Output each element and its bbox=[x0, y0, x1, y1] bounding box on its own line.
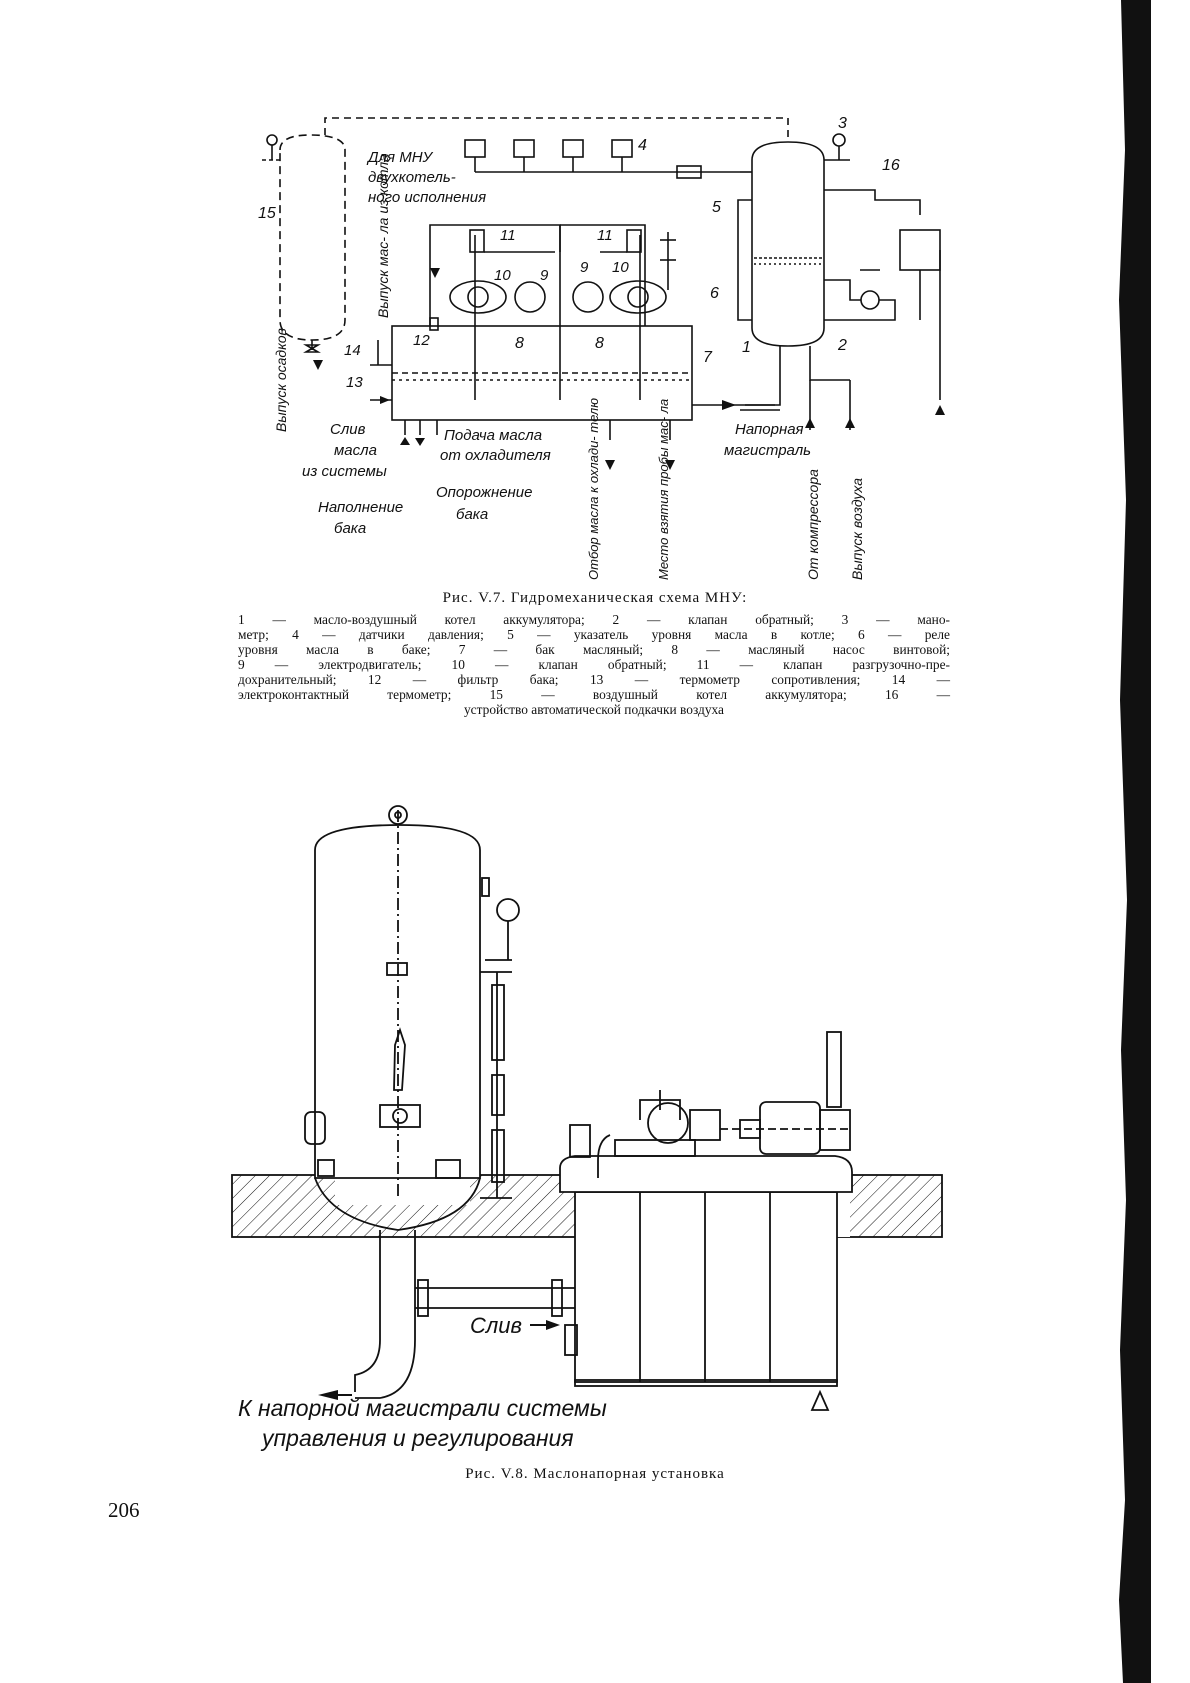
note-to-cooler: Отбор масла к охлади- телю bbox=[586, 398, 601, 580]
note-main-1: Напорная bbox=[735, 421, 804, 438]
figure-v7-hydromechanical-scheme: 3 4 5 16 15 11 11 10 9 9 10 6 8 8 12 1 2… bbox=[258, 115, 945, 580]
note-sample: Место взятия пробы мас- ла bbox=[656, 399, 671, 580]
note-main-2: магистраль bbox=[724, 442, 811, 459]
note-drain-2: масла bbox=[334, 442, 377, 459]
label-9b: 9 bbox=[580, 259, 589, 276]
figure-v7-legend: 1 — масло-воздушный котел аккумулятора; … bbox=[238, 612, 950, 717]
legend-line: электроконтактный термометр; 15 — воздуш… bbox=[238, 687, 950, 702]
label-14: 14 bbox=[344, 342, 361, 359]
legend-line: метр; 4 — датчики давления; 5 — указател… bbox=[238, 627, 950, 642]
note-feed-2: от охладителя bbox=[440, 447, 551, 464]
note-fill-1: Наполнение bbox=[318, 499, 403, 516]
label-15: 15 bbox=[258, 205, 276, 222]
note-empty-2: бака bbox=[456, 506, 488, 523]
label-16: 16 bbox=[882, 157, 900, 174]
page-number: 206 bbox=[108, 1498, 140, 1522]
label-13: 13 bbox=[346, 374, 363, 391]
figure-v8-oil-pressure-unit: Слив К напорной магистрали системы bbox=[231, 805, 943, 1420]
note-dual-1: Для МНУ bbox=[366, 149, 434, 166]
legend-line: 9 — электродвигатель; 10 — клапан обратн… bbox=[238, 657, 950, 672]
note-drain-1: Слив bbox=[330, 421, 366, 438]
label-8b: 8 bbox=[595, 335, 604, 352]
label-2: 2 bbox=[837, 337, 847, 354]
label-1: 1 bbox=[742, 339, 751, 356]
note-air-vent: Выпуск воздуха bbox=[849, 478, 865, 580]
note-oil-vent: Выпуск мас- ла из котла bbox=[375, 154, 391, 318]
label-3: 3 bbox=[838, 115, 847, 132]
label-5: 5 bbox=[712, 199, 721, 216]
figure-v8-caption: Рис. V.8. Маслонапорная установка bbox=[465, 1466, 725, 1482]
label-7: 7 bbox=[703, 349, 713, 366]
label-10b: 10 bbox=[612, 259, 629, 276]
label-11b: 11 bbox=[597, 227, 613, 244]
label-12: 12 bbox=[413, 332, 430, 349]
note-feed-1: Подача масла bbox=[444, 427, 542, 444]
label-4: 4 bbox=[638, 137, 647, 154]
legend-line: уровня масла в баке; 7 — бак масляный; 8… bbox=[238, 642, 950, 657]
note-empty-1: Опорожнение bbox=[436, 484, 532, 501]
legend-line: устройство автоматической подкачки возду… bbox=[463, 702, 724, 717]
label-8a: 8 bbox=[515, 335, 524, 352]
note-sediment: Выпуск осадков bbox=[273, 328, 289, 432]
label-10a: 10 bbox=[494, 267, 511, 284]
target-label-1: К напорной магистрали системы bbox=[238, 1395, 607, 1420]
figure-v8-target-line-2: управления и регулирования bbox=[260, 1425, 574, 1451]
note-fill-2: бака bbox=[334, 520, 366, 537]
legend-line: 1 — масло-воздушный котел аккумулятора; … bbox=[238, 612, 950, 627]
note-dual-2: двухкотель- bbox=[368, 169, 456, 186]
note-dual-3: ного исполнения bbox=[368, 189, 486, 206]
figure-v7-caption: Рис. V.7. Гидромеханическая схема МНУ: bbox=[442, 590, 748, 606]
note-compressor: От компрессора bbox=[805, 469, 821, 580]
drain-label: Слив bbox=[470, 1313, 522, 1338]
label-9a: 9 bbox=[540, 267, 549, 284]
target-label-2: управления и регулирования bbox=[260, 1425, 574, 1451]
page-spine-shadow bbox=[1119, 0, 1151, 1683]
label-6: 6 bbox=[710, 285, 719, 302]
legend-line: дохранительный; 12 — фильтр бака; 13 — т… bbox=[238, 672, 950, 687]
note-drain-3: из системы bbox=[302, 463, 387, 480]
label-11a: 11 bbox=[500, 227, 516, 244]
